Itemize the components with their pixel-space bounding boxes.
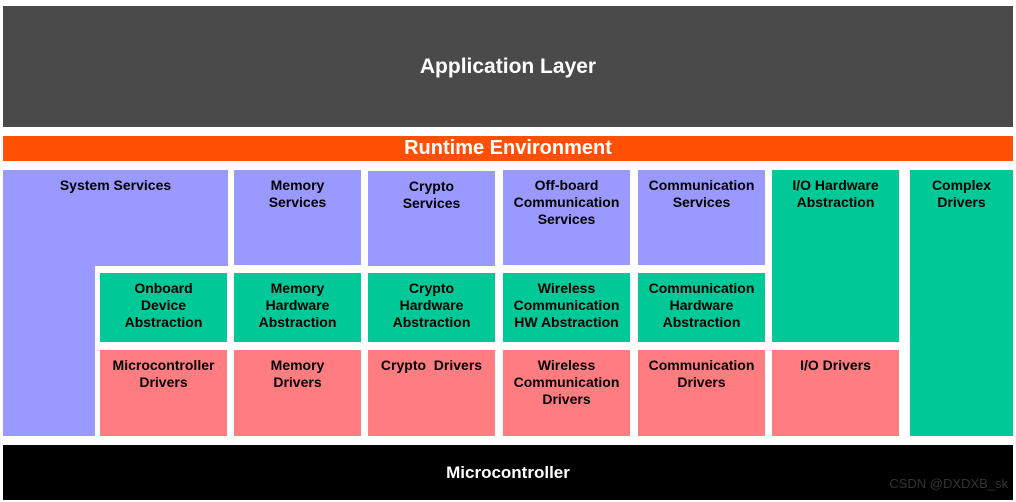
microcontroller-drivers: Microcontroller Drivers — [100, 350, 227, 436]
onboard-device-abstraction-label: Onboard Device Abstraction — [124, 280, 203, 330]
complex-drivers: Complex Drivers — [910, 170, 1013, 436]
crypto-services-label: Crypto Services — [402, 178, 461, 211]
memory-hardware-abstraction-label: Memory Hardware Abstraction — [258, 280, 337, 330]
crypto-services: Crypto Services — [368, 171, 495, 266]
crypto-drivers-label: Crypto Drivers — [380, 357, 483, 373]
wireless-communication-drivers: Wireless Communication Drivers — [503, 350, 630, 436]
wireless-communication-hw-abstraction: Wireless Communication HW Abstraction — [503, 273, 630, 342]
system-services-label-box: System Services — [3, 170, 228, 200]
communication-drivers-label: Communication Drivers — [648, 357, 755, 390]
microcontroller-layer-label: Microcontroller — [446, 462, 570, 482]
crypto-hardware-abstraction: Crypto Hardware Abstraction — [368, 273, 495, 342]
wireless-communication-drivers-label: Wireless Communication Drivers — [513, 357, 620, 407]
communication-hardware-abstraction: Communication Hardware Abstraction — [638, 273, 765, 342]
io-hardware-abstraction-label: I/O Hardware Abstraction — [792, 177, 879, 210]
offboard-communication-services: Off-board Communication Services — [503, 170, 630, 265]
system-services-block — [3, 170, 228, 266]
communication-hardware-abstraction-label: Communication Hardware Abstraction — [648, 280, 755, 330]
crypto-hardware-abstraction-label: Crypto Hardware Abstraction — [392, 280, 471, 330]
memory-services-label: Memory Services — [268, 177, 327, 210]
wireless-communication-hw-abstraction-label: Wireless Communication HW Abstraction — [513, 280, 620, 330]
memory-services: Memory Services — [234, 170, 361, 265]
communication-services-label: Communication Services — [648, 177, 755, 210]
communication-services: Communication Services — [638, 170, 765, 265]
crypto-drivers: Crypto Drivers — [368, 350, 495, 436]
microcontroller-drivers-label: Microcontroller Drivers — [112, 357, 215, 390]
complex-drivers-label: Complex Drivers — [931, 177, 992, 210]
system-services-label: System Services — [59, 177, 172, 193]
memory-drivers-label: Memory Drivers — [270, 357, 325, 390]
communication-drivers: Communication Drivers — [638, 350, 765, 436]
offboard-communication-services-label: Off-board Communication Services — [513, 177, 620, 227]
runtime-environment: Runtime Environment — [3, 136, 1013, 161]
runtime-environment-label: Runtime Environment — [404, 137, 612, 159]
onboard-device-abstraction: Onboard Device Abstraction — [100, 273, 227, 342]
microcontroller-layer: Microcontroller — [3, 445, 1013, 500]
memory-drivers: Memory Drivers — [234, 350, 361, 436]
memory-hardware-abstraction: Memory Hardware Abstraction — [234, 273, 361, 342]
application-layer-label: Application Layer — [419, 54, 597, 78]
application-layer: Application Layer — [3, 6, 1013, 127]
system-services-column — [3, 266, 95, 436]
watermark: CSDN @DXDXB_sk — [889, 476, 1008, 491]
io-hardware-abstraction: I/O Hardware Abstraction — [772, 170, 899, 342]
io-drivers-label: I/O Drivers — [800, 357, 871, 373]
io-drivers: I/O Drivers — [772, 350, 899, 436]
